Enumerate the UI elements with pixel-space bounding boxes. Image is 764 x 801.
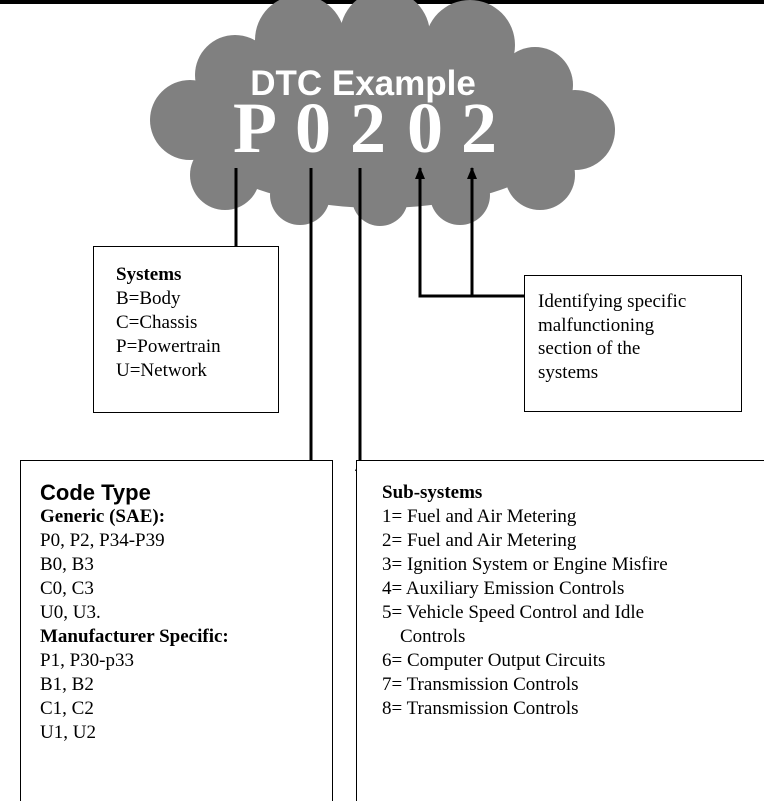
sub-systems-item: 2= Fuel and Air Metering	[382, 530, 577, 551]
generic-heading: Generic (SAE):	[40, 506, 166, 527]
identifying-line: malfunctioning	[538, 314, 655, 336]
systems-item: C=Chassis	[116, 312, 198, 333]
sub-systems-box: Sub-systems 1= Fuel and Air Metering 2= …	[356, 460, 764, 801]
identifying-line: systems	[538, 361, 599, 383]
code-type-box: Code Type Generic (SAE): P0, P2, P34-P39…	[20, 460, 333, 801]
sub-systems-item-continuation: Controls	[400, 626, 466, 647]
systems-item: B=Body	[116, 288, 181, 309]
generic-item: U0, U3.	[40, 602, 101, 623]
sub-systems-title: Sub-systems	[382, 482, 483, 503]
sub-systems-item: 5= Vehicle Speed Control and Idle	[382, 602, 645, 623]
generic-item: P0, P2, P34-P39	[40, 530, 165, 551]
systems-item: P=Powertrain	[116, 336, 221, 357]
manufacturer-item: C1, C2	[40, 698, 94, 719]
systems-box: Systems B=Body C=Chassis P=Powertrain U=…	[93, 246, 279, 413]
code-char-section-1: 0	[407, 88, 443, 168]
cloud-title: DTC Example	[250, 64, 476, 103]
sub-systems-item: 7= Transmission Controls	[382, 674, 579, 695]
cloud-shape	[150, 0, 615, 226]
systems-item: U=Network	[116, 360, 207, 381]
generic-item: B0, B3	[40, 554, 94, 575]
identifying-line: section of the	[538, 338, 641, 359]
identifying-box: Identifying specific malfunctioning sect…	[524, 275, 742, 412]
sub-systems-item: 3= Ignition System or Engine Misfire	[382, 554, 668, 575]
code-char-subsystem: 2	[350, 88, 386, 168]
manufacturer-item: B1, B2	[40, 674, 94, 695]
identifying-line: Identifying specific	[538, 291, 687, 312]
manufacturer-item: P1, P30-p33	[40, 650, 134, 671]
manufacturer-item: U1, U2	[40, 722, 96, 743]
manufacturer-heading: Manufacturer Specific:	[40, 626, 229, 647]
arrow-section-1	[415, 167, 524, 298]
generic-item: C0, C3	[40, 578, 94, 599]
code-type-title: Code Type	[40, 480, 151, 505]
code-char-type: 0	[295, 88, 331, 168]
sub-systems-item: 4= Auxiliary Emission Controls	[382, 578, 625, 599]
sub-systems-item: 6= Computer Output Circuits	[382, 650, 606, 671]
code-char-system: P	[233, 88, 277, 168]
systems-title: Systems	[116, 264, 182, 285]
sub-systems-item: 8= Transmission Controls	[382, 698, 579, 719]
sub-systems-item: 1= Fuel and Air Metering	[382, 506, 577, 527]
code-char-section-2: 2	[461, 88, 497, 168]
